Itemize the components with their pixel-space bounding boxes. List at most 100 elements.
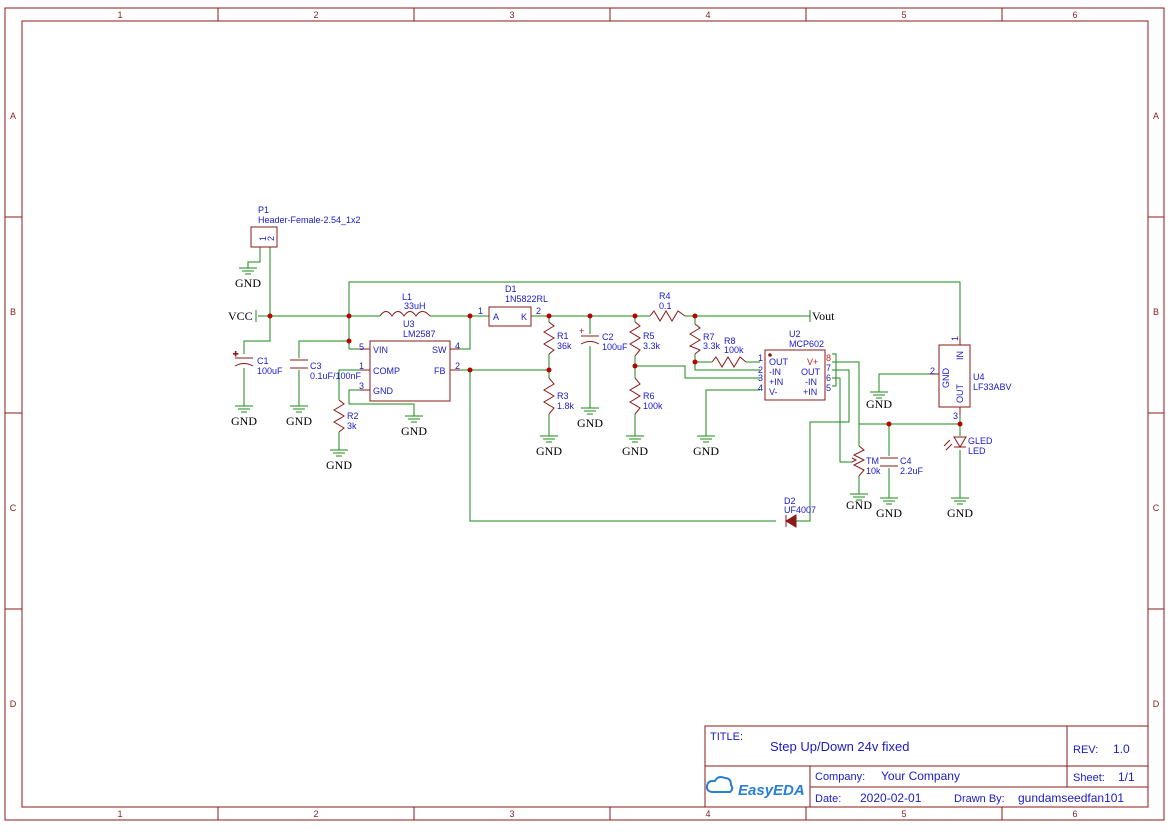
column-label: 2	[313, 10, 318, 20]
column-label: 6	[1072, 809, 1077, 819]
row-label: B	[10, 307, 16, 317]
svg-text:D1: D1	[505, 284, 517, 294]
svg-text:10k: 10k	[866, 466, 881, 476]
resistor-r7: R7 3.3k	[688, 323, 721, 355]
svg-text:C2: C2	[602, 332, 614, 342]
row-label: C	[1153, 503, 1160, 513]
gnd-symbol: GND	[286, 405, 312, 428]
rev-label: REV:	[1073, 744, 1098, 756]
resistor-r3: R3 1.8k	[543, 377, 575, 415]
capacitor-c4: C4 2.2uF	[880, 456, 924, 476]
svg-text:100uF: 100uF	[257, 366, 283, 376]
resistor-r5: R5 3.3k	[629, 321, 661, 357]
led-gled: GLED LED	[943, 436, 993, 456]
svg-text:+IN: +IN	[803, 387, 817, 397]
svg-text:1: 1	[359, 361, 364, 371]
svg-text:0.1: 0.1	[659, 301, 672, 311]
svg-text:2.2uF: 2.2uF	[900, 466, 924, 476]
svg-text:OUT: OUT	[955, 384, 965, 404]
gnd-symbol: GND	[536, 435, 562, 458]
column-label: 1	[117, 10, 122, 20]
svg-text:C1: C1	[257, 356, 269, 366]
svg-text:1: 1	[478, 306, 483, 316]
row-label: A	[10, 111, 16, 121]
svg-text:GND: GND	[235, 276, 261, 290]
title-label: TITLE:	[710, 731, 743, 743]
capacitor-c3: C3 0.1uF/100nF	[290, 359, 362, 381]
vcc-label: VCC	[228, 309, 253, 323]
svg-text:6: 6	[826, 373, 831, 383]
gnd-symbol: GND	[622, 435, 648, 458]
gnd-symbol: GND	[231, 405, 257, 428]
easyeda-logo: EasyEDA	[705, 776, 805, 799]
gnd-symbol: GND	[947, 497, 973, 520]
svg-text:3.3k: 3.3k	[703, 341, 721, 351]
row-label: B	[1153, 307, 1159, 317]
schematic-title: Step Up/Down 24v fixed	[770, 739, 909, 754]
svg-text:4: 4	[455, 341, 460, 351]
vcc-port: VCC	[228, 309, 257, 323]
svg-text:IN: IN	[955, 351, 965, 360]
column-label: 2	[313, 809, 318, 819]
svg-text:3: 3	[953, 411, 958, 421]
svg-text:R1: R1	[557, 331, 569, 341]
svg-text:LM2587: LM2587	[403, 329, 436, 339]
drawn-by-label: Drawn By:	[954, 793, 1005, 805]
title-block: TITLE: Step Up/Down 24v fixed REV: 1.0 C…	[704, 725, 1149, 808]
gnd-symbol: GND	[866, 391, 892, 411]
svg-text:GND: GND	[947, 506, 973, 520]
capacitor-c2: + C2 100uF	[579, 326, 628, 352]
svg-text:2: 2	[930, 366, 935, 376]
rev-value: 1.0	[1113, 742, 1130, 756]
capacitor-c1: + C1 100uF	[233, 349, 284, 377]
logo-text: EasyEDA	[738, 782, 805, 799]
column-label: 3	[509, 809, 514, 819]
svg-text:C4: C4	[900, 456, 912, 466]
gnd-symbol: GND	[326, 449, 352, 472]
svg-text:V-: V-	[769, 387, 778, 397]
resistor-r8: R8 100k	[711, 336, 747, 368]
svg-text:R2: R2	[347, 411, 359, 421]
row-label: D	[10, 699, 17, 709]
svg-text:100k: 100k	[643, 401, 663, 411]
svg-text:GND: GND	[286, 414, 312, 428]
svg-text:L1: L1	[402, 292, 412, 302]
svg-text:R3: R3	[557, 391, 569, 401]
svg-text:3: 3	[359, 381, 364, 391]
svg-text:4: 4	[758, 383, 763, 393]
svg-text:1: 1	[258, 236, 268, 241]
svg-text:2: 2	[536, 306, 541, 316]
svg-text:36k: 36k	[557, 341, 572, 351]
svg-text:GND: GND	[846, 498, 872, 512]
svg-text:GND: GND	[231, 414, 257, 428]
gnd-symbol: GND	[846, 493, 872, 512]
svg-text:D2: D2	[784, 496, 796, 506]
svg-text:GLED: GLED	[968, 436, 993, 446]
svg-text:+IN: +IN	[769, 377, 783, 387]
svg-text:TM: TM	[866, 456, 879, 466]
gnd-symbol: GND	[235, 267, 261, 290]
date-label: Date:	[815, 793, 841, 805]
diode-d1: A K 1 2 D1 1N5822RL	[478, 284, 548, 327]
svg-text:GND: GND	[536, 444, 562, 458]
svg-text:1.8k: 1.8k	[557, 401, 575, 411]
svg-text:GND: GND	[326, 458, 352, 472]
ic-u3: U3 LM2587 VIN COMP GND SW FB 5 1 3 4 2	[359, 319, 460, 402]
svg-text:1N5822RL: 1N5822RL	[505, 294, 548, 304]
potentiometer-tm: TM 10k	[851, 445, 881, 477]
diode-d2: D2 UF4007	[784, 496, 816, 528]
svg-text:GND: GND	[577, 416, 603, 430]
svg-text:+: +	[579, 326, 584, 336]
svg-text:GND: GND	[866, 397, 892, 411]
svg-text:5: 5	[359, 342, 364, 352]
svg-text:U2: U2	[789, 329, 801, 339]
svg-text:GND: GND	[941, 368, 951, 389]
svg-text:3.3k: 3.3k	[643, 341, 661, 351]
p1-value: Header-Female-2.54_1x2	[258, 215, 361, 225]
drawn-by-value: gundamseedfan101	[1018, 791, 1124, 805]
svg-text:VIN: VIN	[373, 345, 388, 355]
svg-text:LED: LED	[968, 446, 986, 456]
junctions	[267, 313, 963, 427]
svg-text:V+: V+	[807, 357, 818, 367]
